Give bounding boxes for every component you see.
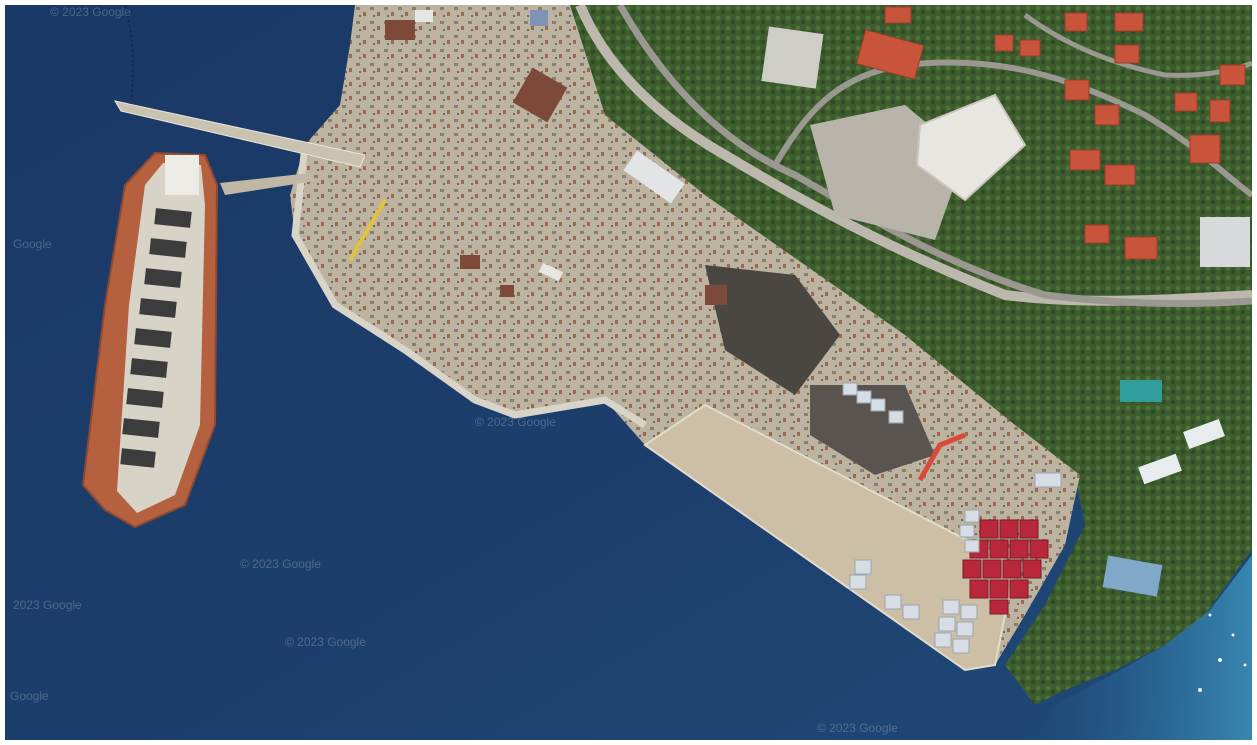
warehouse-roof [915,93,1027,202]
ship [81,151,219,529]
jetty-arm [220,173,315,195]
main-road [616,5,1252,307]
pool [1120,380,1162,402]
satellite-map[interactable]: © 2023 Google © 2023 Google 2023 Google … [5,5,1252,740]
red-storage-blocks [962,519,1049,615]
crane [917,432,966,482]
boom-line [124,5,134,101]
jetty [113,100,366,168]
yard-light-objects [415,10,564,282]
scrap-area [705,265,840,395]
breakwater-edge [291,144,647,428]
white-building-2 [1138,453,1182,485]
yellow-crane [348,198,387,262]
red-roof-houses [856,6,1246,260]
main-quay [643,403,1017,672]
white-tents [842,382,1062,654]
small-boats [1198,613,1247,692]
ship-bridge [165,155,199,195]
tennis-court [1102,555,1163,597]
sports-field [761,26,824,89]
map-imagery [5,5,1252,740]
shallow-water [1035,555,1252,740]
ship-hatches [120,208,192,468]
white-building-1 [1183,419,1225,449]
shed-roof [623,150,685,204]
dark-yard [810,385,935,475]
apartment-block [1200,217,1250,267]
hillside-vegetation [565,5,1252,705]
yard-containers [385,20,727,305]
